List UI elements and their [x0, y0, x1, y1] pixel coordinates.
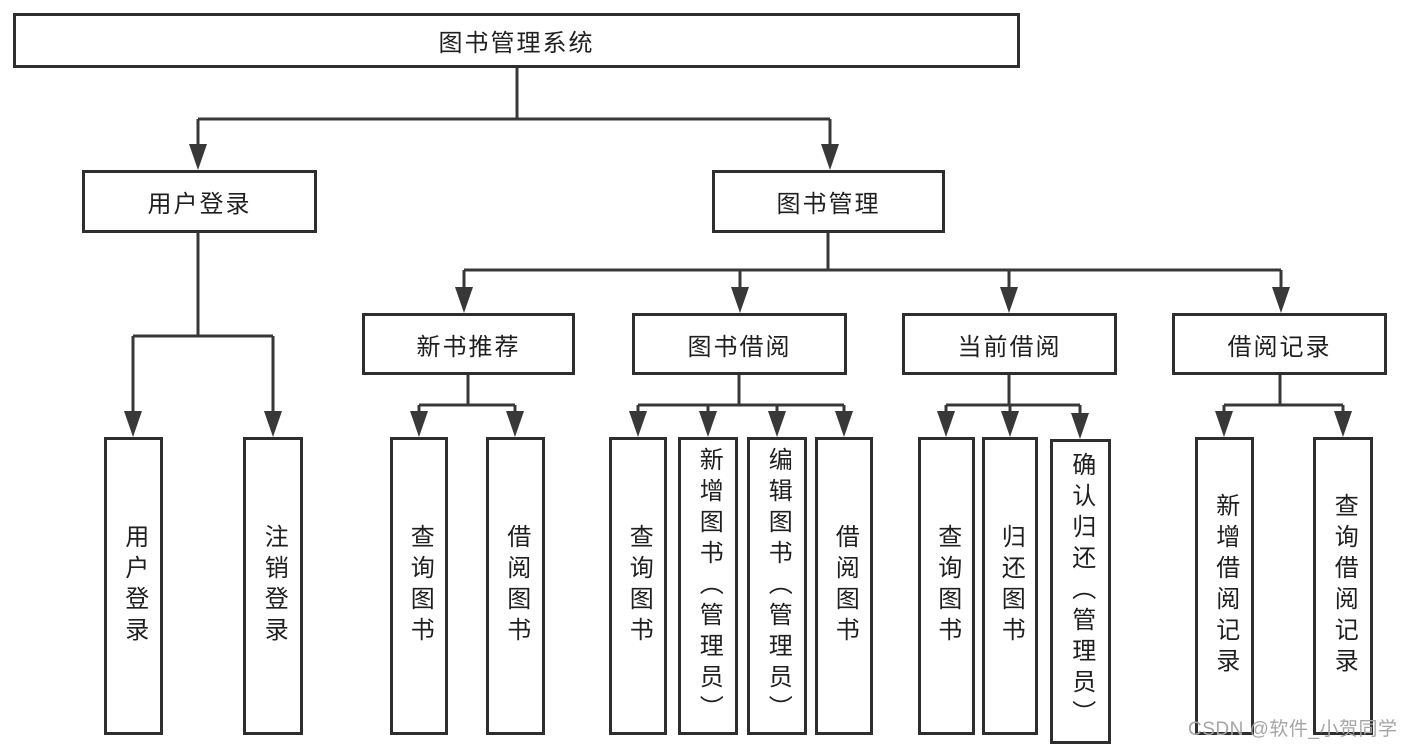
arrowhead-icon	[264, 411, 282, 437]
arrowhead-icon	[1001, 411, 1019, 437]
node-label: 当前借阅	[957, 333, 1062, 361]
arrowhead-icon	[821, 144, 839, 170]
leaf-label: 确认归还（管理员）	[1067, 452, 1095, 731]
arrowhead-icon	[189, 144, 207, 170]
leaf-label: 用户登录	[120, 524, 148, 648]
node-new-book-recommend: 新书推荐	[362, 313, 575, 375]
leaf-records-query-record: 查询借阅记录	[1313, 437, 1373, 735]
arrowhead-icon	[506, 411, 524, 437]
leaf-recommend-query-books: 查询图书	[390, 437, 448, 735]
leaf-current-return-books: 归还图书	[982, 437, 1038, 735]
node-root-label: 图书管理系统	[438, 30, 595, 57]
leaf-label: 借阅图书	[831, 524, 859, 648]
node-label: 新书推荐	[416, 333, 521, 361]
leaf-borrowing-borrow-books: 借阅图书	[815, 437, 873, 735]
node-root: 图书管理系统	[13, 13, 1020, 68]
arrowheads	[124, 144, 1352, 439]
arrowhead-icon	[1215, 411, 1233, 437]
leaf-logout: 注销登录	[243, 437, 303, 735]
connector-path	[131, 68, 1345, 415]
node-label: 借阅记录	[1227, 333, 1332, 361]
node-current-borrowing: 当前借阅	[902, 313, 1117, 375]
arrowhead-icon	[1334, 411, 1352, 437]
leaf-label: 编辑图书（管理员）	[764, 446, 792, 726]
arrowhead-icon	[699, 411, 717, 437]
leaf-recommend-borrow-books: 借阅图书	[486, 437, 545, 735]
leaf-label: 查询图书	[933, 524, 961, 648]
arrowhead-icon	[1272, 287, 1290, 313]
arrowhead-icon	[410, 411, 428, 437]
node-label: 图书借阅	[687, 333, 792, 361]
leaf-label: 借阅图书	[502, 524, 530, 648]
leaf-user-login: 用户登录	[104, 437, 163, 735]
leaf-label: 归还图书	[997, 524, 1025, 648]
leaf-label: 查询借阅记录	[1330, 493, 1358, 679]
arrowhead-icon	[629, 411, 647, 437]
arrowhead-icon	[124, 411, 142, 437]
leaf-borrowing-query-books: 查询图书	[609, 437, 667, 735]
leaf-borrowing-edit-books-admin: 编辑图书（管理员）	[747, 437, 807, 735]
arrowhead-icon	[1000, 287, 1018, 313]
leaf-label: 查询图书	[406, 524, 434, 648]
leaf-current-query-books: 查询图书	[918, 437, 975, 735]
leaf-label: 新增借阅记录	[1211, 493, 1239, 679]
leaf-current-confirm-return-admin: 确认归还（管理员）	[1050, 439, 1111, 744]
leaf-borrowing-add-books-admin: 新增图书（管理员）	[678, 437, 738, 735]
arrowhead-icon	[731, 287, 749, 313]
arrowhead-icon	[768, 411, 786, 437]
node-borrow-records: 借阅记录	[1172, 313, 1387, 375]
arrowhead-icon	[835, 411, 853, 437]
leaf-records-add-record: 新增借阅记录	[1195, 437, 1254, 735]
node-label: 用户登录	[147, 191, 252, 218]
csdn-watermark: CSDN @软件_小贺同学	[1188, 719, 1398, 740]
leaf-label: 注销登录	[260, 524, 288, 648]
leaf-label: 查询图书	[625, 524, 653, 648]
arrowhead-icon	[937, 411, 955, 437]
node-book-borrowing: 图书借阅	[632, 313, 847, 375]
node-user-login-branch: 用户登录	[82, 170, 317, 233]
leaf-label: 新增图书（管理员）	[695, 446, 723, 726]
node-book-management: 图书管理	[712, 170, 945, 233]
arrowhead-icon	[455, 287, 473, 313]
arrowhead-icon	[1071, 413, 1089, 439]
node-label: 图书管理	[776, 191, 881, 218]
